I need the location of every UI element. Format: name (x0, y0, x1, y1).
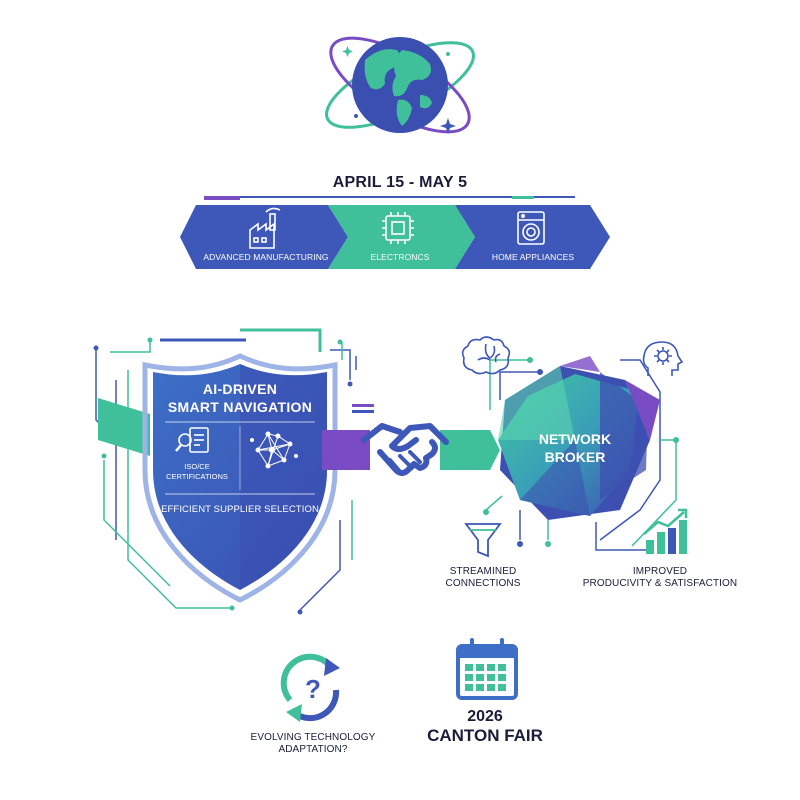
network-broker-polyhedron (498, 356, 660, 520)
cert-line2: CERTIFICATIONS (166, 472, 228, 481)
streamlined-caption: STREAMINED CONNECTIONS (418, 566, 548, 590)
circuit-lines (93, 328, 357, 615)
banner-segment-appliances (455, 205, 610, 269)
streamlined-line1: STREAMINED (449, 566, 517, 577)
banner-label-electronics: ELECTRONCS (370, 252, 430, 262)
improved-line2: PRODUCIVITY & SATISFACTION (582, 578, 738, 589)
shield-footer: EFFICIENT SUPPLIER SELECTION (161, 504, 319, 515)
cycle-question-icon: ? (280, 653, 340, 722)
head-gear-icon (642, 341, 684, 376)
banner-label-appliances: HOME APPLIANCES (491, 252, 575, 262)
shield-title-line2: SMART NAVIGATION (167, 399, 313, 415)
shield-title-line1: AI-DRIVEN (202, 381, 278, 397)
banner-label-manufacturing: ADVANCED MANUFACTURING (203, 252, 329, 262)
ai-navigation-shield (142, 353, 338, 603)
shield-title: AI-DRIVEN SMART NAVIGATION (150, 380, 330, 416)
fair-name: CANTON FAIR (427, 726, 543, 745)
certifications-label: ISO/CE CERTIFICATIONS (158, 462, 236, 482)
washing-machine-icon (517, 211, 545, 245)
network-nodes-icon (250, 431, 298, 469)
broker-line1: NETWORK (538, 431, 612, 447)
evolving-line2: ADAPTATION? (278, 744, 348, 755)
microchip-icon (382, 212, 414, 244)
timeline-banner (180, 196, 610, 269)
growth-chart-icon (643, 508, 688, 554)
funnel-icon (464, 523, 502, 558)
cert-line1: ISO/CE (184, 462, 210, 471)
ribbon-left (98, 398, 150, 456)
factory-icon (249, 207, 281, 249)
broker-label: NETWORK BROKER (520, 430, 630, 466)
improved-caption: IMPROVED PRODUCIVITY & SATISFACTION (570, 566, 750, 590)
certification-search-icon (175, 427, 209, 453)
brain-icon (461, 336, 511, 375)
calendar-icon (456, 638, 518, 700)
event-dates: APRIL 15 - MAY 5 (332, 174, 468, 191)
svg-text:?: ? (305, 674, 321, 704)
evolving-line1: EVOLVING TECHNOLOGY (250, 732, 376, 743)
streamlined-line2: CONNECTIONS (445, 578, 521, 589)
evolving-caption: EVOLVING TECHNOLOGY ADAPTATION? (228, 732, 398, 756)
banner-segment-electronics (328, 205, 475, 269)
globe-icon (325, 36, 475, 134)
handshake-icon (361, 423, 449, 476)
banner-segment-manufacturing (180, 205, 348, 269)
improved-line1: IMPROVED (632, 566, 688, 577)
fair-year: 2026 (467, 708, 503, 725)
broker-line2: BROKER (544, 449, 606, 465)
broker-circuit (483, 357, 679, 551)
